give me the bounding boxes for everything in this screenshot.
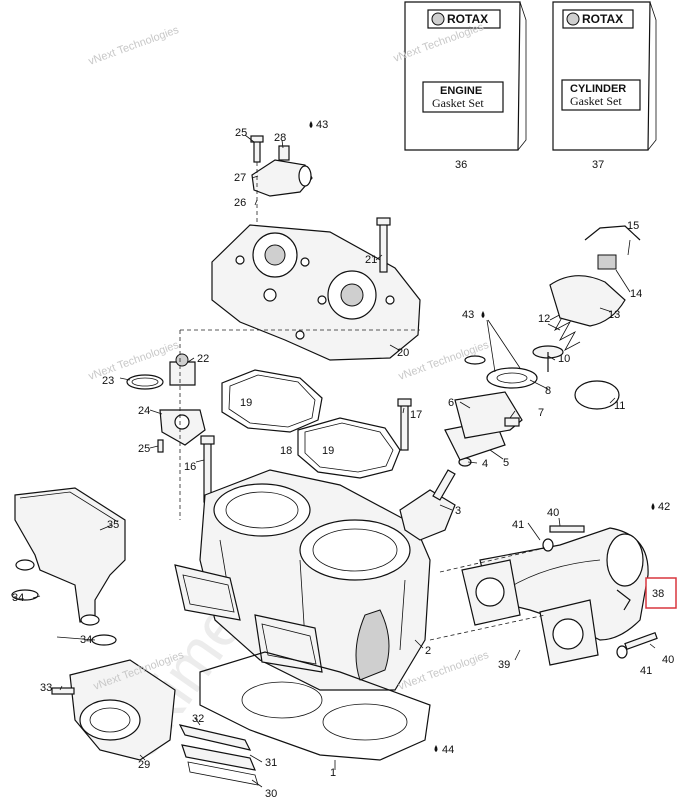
callout-12: 12 bbox=[538, 313, 550, 325]
callout-numbers: 25 28 27 26 21 20 15 14 13 12 10 8 8 11 … bbox=[12, 127, 674, 800]
callout-24: 24 bbox=[138, 405, 150, 417]
callout-41: 41 bbox=[512, 519, 524, 531]
callout-40b: 40 bbox=[662, 654, 674, 666]
callout-4: 4 bbox=[482, 458, 488, 470]
carburetor-adaptor[interactable] bbox=[51, 659, 176, 761]
book-brand: ROTAX bbox=[582, 12, 623, 26]
exhaust-manifold[interactable] bbox=[479, 527, 649, 641]
water-outlet-assembly[interactable] bbox=[250, 135, 313, 230]
svg-text:2: 2 bbox=[425, 645, 431, 657]
callout-28: 28 bbox=[274, 132, 286, 144]
callout-43b: 43 bbox=[462, 309, 474, 321]
rave-valve-housing[interactable] bbox=[464, 355, 538, 389]
rotax-logo-icon bbox=[566, 12, 580, 26]
callout-10: 10 bbox=[558, 353, 570, 365]
svg-text:11: 11 bbox=[614, 400, 625, 412]
callout-42: 42 bbox=[658, 501, 670, 513]
callout-31: 31 bbox=[265, 757, 277, 769]
callout-8: 8 bbox=[545, 385, 551, 397]
callout-17: 17 bbox=[410, 409, 422, 421]
book-title: ENGINE bbox=[440, 85, 482, 97]
callout-25: 25 bbox=[235, 127, 247, 139]
rave-valve-cover[interactable] bbox=[549, 254, 626, 327]
callout-23: 23 bbox=[102, 375, 114, 387]
intake-silencer[interactable] bbox=[14, 487, 126, 626]
callout-35: 35 bbox=[107, 519, 119, 531]
callout-25b: 25 bbox=[138, 443, 150, 455]
callout-36: 36 bbox=[455, 159, 467, 171]
thermostat-assembly[interactable] bbox=[126, 353, 206, 453]
base-gasket[interactable] bbox=[199, 651, 431, 761]
highlighted-callout-38[interactable]: 38 bbox=[645, 577, 677, 609]
callout-43: 43 bbox=[316, 119, 328, 131]
hose-clamp[interactable] bbox=[11, 589, 117, 646]
callout-37: 37 bbox=[592, 159, 604, 171]
callout-29: 29 bbox=[138, 759, 150, 771]
drop-icon bbox=[309, 121, 313, 128]
callout-30: 30 bbox=[265, 788, 277, 800]
book-brand: ROTAX bbox=[447, 12, 488, 26]
callout-40: 40 bbox=[547, 507, 559, 519]
callout-26: 26 bbox=[234, 197, 246, 209]
reed-valve-right[interactable] bbox=[254, 614, 323, 673]
rave-valve-parts[interactable] bbox=[444, 391, 523, 467]
exhaust-gasket-upper[interactable] bbox=[461, 559, 521, 626]
drop-icon bbox=[651, 503, 655, 510]
callout-15: 15 bbox=[627, 220, 639, 232]
callout-13: 13 bbox=[608, 309, 620, 321]
cylinder-gasket-set-book[interactable]: ROTAX CYLINDER Gasket Set 37 bbox=[552, 1, 657, 171]
callout-14: 14 bbox=[630, 288, 642, 300]
head-gasket-rings[interactable] bbox=[221, 369, 401, 479]
callout-27: 27 bbox=[234, 172, 246, 184]
callout-39: 39 bbox=[498, 659, 510, 671]
book-title: CYLINDER bbox=[570, 83, 626, 95]
head-bolt[interactable] bbox=[376, 217, 391, 273]
drop-icon bbox=[434, 745, 438, 752]
callout-6: 6 bbox=[448, 397, 454, 409]
book-subtitle: Gasket Set bbox=[570, 94, 622, 108]
callout-19b: 19 bbox=[322, 445, 334, 457]
rotax-logo-icon bbox=[431, 12, 445, 26]
leader-lines bbox=[32, 134, 656, 788]
lubricant-marks: 43 43 42 44 bbox=[309, 119, 670, 756]
drop-icon bbox=[481, 311, 485, 318]
callout-1: 1 bbox=[330, 767, 336, 779]
engine-gasket-set-book[interactable]: ROTAX ENGINE Gasket Set 36 bbox=[404, 1, 527, 171]
callout-33: 33 bbox=[40, 682, 52, 694]
exhaust-gasket-lower[interactable] bbox=[539, 599, 599, 666]
callout-34b: 34 bbox=[80, 634, 92, 646]
svg-text:3: 3 bbox=[455, 505, 461, 517]
callout-38: 38 bbox=[652, 588, 664, 600]
callout-19: 19 bbox=[240, 397, 252, 409]
callout-20: 20 bbox=[397, 347, 409, 359]
rave-valve-piston[interactable] bbox=[399, 469, 456, 541]
callout-22: 22 bbox=[197, 353, 209, 365]
callout-41b: 41 bbox=[640, 665, 652, 677]
adaptor-gaskets[interactable] bbox=[178, 724, 259, 786]
callout-5: 5 bbox=[503, 457, 509, 469]
cylinder-head[interactable] bbox=[211, 224, 421, 361]
callout-21: 21 bbox=[365, 254, 377, 266]
callout-7: 7 bbox=[538, 407, 544, 419]
callout-34: 34 bbox=[12, 592, 24, 604]
callout-44: 44 bbox=[442, 744, 454, 756]
reed-valve-left[interactable] bbox=[174, 564, 241, 621]
book-subtitle: Gasket Set bbox=[432, 96, 484, 110]
exhaust-bolts[interactable] bbox=[542, 525, 658, 659]
callout-18: 18 bbox=[280, 445, 292, 457]
o-ring[interactable] bbox=[574, 380, 620, 410]
callout-16: 16 bbox=[184, 461, 196, 473]
rave-valve-clip[interactable] bbox=[584, 225, 641, 241]
callout-32: 32 bbox=[192, 713, 204, 725]
svg-text:vNext Technologies: vNext Technologies bbox=[87, 24, 181, 68]
